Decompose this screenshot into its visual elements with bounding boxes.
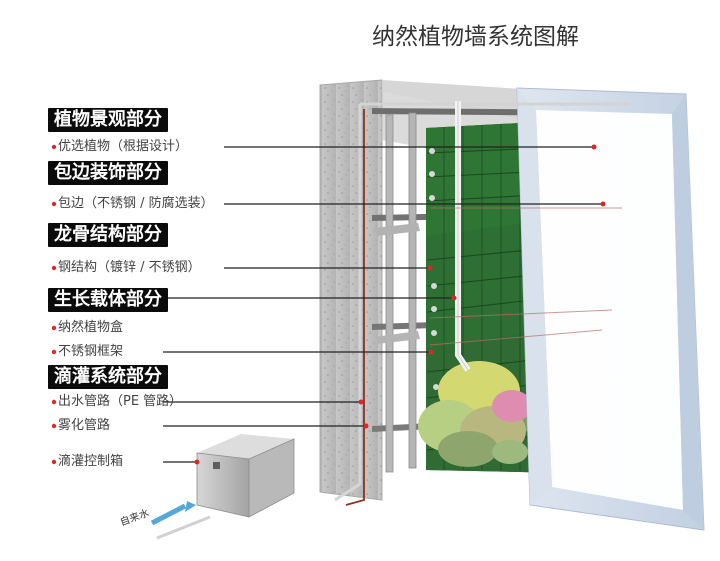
marker-dot-icon (51, 201, 57, 207)
target-dot-icon (600, 201, 606, 207)
page-title: 纳然植物墙系统图解 (372, 24, 579, 50)
target-dot-icon (428, 349, 434, 355)
water-inlet-arrow (150, 503, 187, 526)
target-dot-icon (358, 399, 364, 405)
target-dot-icon (194, 459, 200, 465)
marker-dot-icon (51, 325, 57, 331)
section-title-landscape: 植物景观部分 (48, 108, 168, 132)
section-title-frame: 龙骨结构部分 (48, 223, 168, 247)
marker-dot-icon (51, 349, 57, 355)
item-label-steel-frame: 不锈钢框架 (58, 344, 124, 359)
marker-dot-icon (51, 459, 57, 465)
item-label-planter-box: 纳然植物盒 (58, 320, 124, 335)
marker-dot-icon (51, 144, 57, 150)
item-label-frame: 钢结构（镀锌 / 不锈钢） (58, 260, 201, 275)
section-title-edging: 包边装饰部分 (48, 161, 168, 185)
target-dot-icon (363, 423, 369, 429)
irrigation-pipes (334, 101, 630, 506)
marker-dot-icon (51, 399, 57, 405)
item-label-mist-pipe: 雾化管路 (58, 418, 111, 433)
item-label-landscape: 优选植物（根据设计） (58, 139, 189, 154)
marker-dot-icon (51, 265, 57, 271)
edging-frame (516, 87, 705, 531)
marker-dot-icon (51, 423, 57, 429)
item-label-edging: 包边（不锈钢 / 防腐选装） (58, 196, 214, 211)
water-arrow-head-icon (185, 501, 196, 512)
section-title-carrier: 生长载体部分 (48, 288, 168, 312)
section-title-irrigation: 滴灌系统部分 (48, 365, 168, 389)
item-label-outlet-pipe: 出水管路（PE 管路） (58, 394, 183, 409)
leader-lines (163, 146, 603, 463)
markers (51, 144, 606, 465)
target-dot-icon (427, 265, 433, 271)
item-label-control-box: 滴灌控制箱 (58, 454, 124, 469)
control-box (156, 434, 295, 540)
target-dot-icon (591, 144, 597, 150)
target-dot-icon (451, 295, 457, 301)
